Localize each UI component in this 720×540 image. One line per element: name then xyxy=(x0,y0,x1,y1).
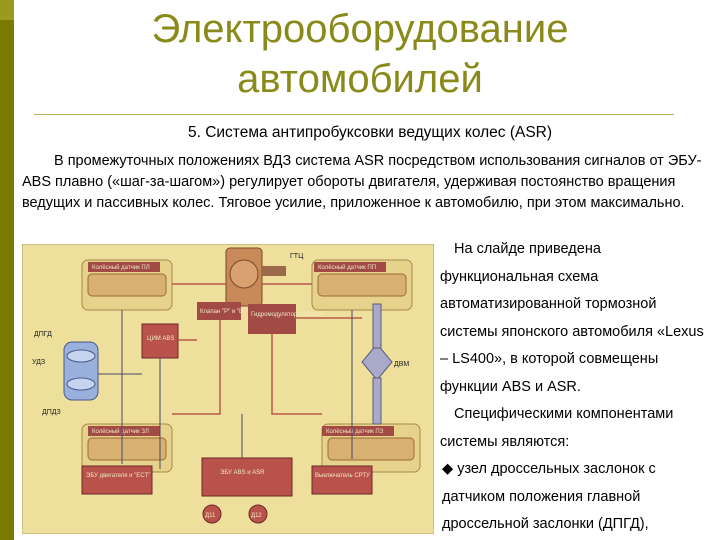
switch-label: Выключатель СРТУ xyxy=(315,473,370,479)
right-column-text: На слайде приведена функциональная схема… xyxy=(440,236,715,539)
left-sidebar-accent xyxy=(0,0,14,20)
bullet-item-1: ◆ узел дроссельных заслонок с датчиком п… xyxy=(440,456,715,539)
bullet-text-1: узел дроссельных заслонок с датчиком пол… xyxy=(442,461,656,532)
modulator-label: Гидромодулятор ABS/ASR xyxy=(251,312,326,318)
throttle-body xyxy=(63,341,99,401)
diamond-bullet-icon: ◆ xyxy=(442,461,454,477)
slide-subtitle: 5. Система антипробуксовки ведущих колес… xyxy=(187,124,553,141)
wheel-front-right xyxy=(311,259,413,311)
switch-block xyxy=(311,465,373,495)
ecu-abs-block xyxy=(201,457,293,497)
intro-text: В промежуточных положениях ВДЗ система A… xyxy=(22,153,702,211)
ecu-engine-block xyxy=(81,465,153,495)
d11-label: Д11 xyxy=(205,513,216,519)
dpdz-label: ДПДЗ xyxy=(42,409,61,416)
sensor-fl-plate xyxy=(88,262,160,272)
title-line-1: Электрооборудование xyxy=(151,7,569,51)
valves-plate xyxy=(197,302,241,320)
d12-label: Д12 xyxy=(251,513,262,519)
right-paragraph-2: Специфическими компонентами системы явля… xyxy=(440,406,674,450)
udz-label: УДЗ xyxy=(32,359,45,366)
d11-connector xyxy=(202,504,222,524)
valves-label: Клапан "Р" и "В" xyxy=(200,309,245,315)
cim-abs-block xyxy=(141,323,179,359)
sensor-rl-label: Колёсный датчик ЗЛ xyxy=(92,428,149,435)
asr-schematic-diagram: Колёсный датчик ПЛ Колёсный датчик ПП Ко… xyxy=(22,244,434,534)
sensor-rr-label: Колёсный датчик ПЗ xyxy=(326,428,384,435)
slide-title: Электрооборудование автомобилей xyxy=(60,4,660,104)
title-line-2: автомобилей xyxy=(237,57,483,101)
modulator-plate xyxy=(248,304,296,334)
master-cylinder xyxy=(225,247,286,307)
ecu-abs-label: ЭБУ ABS и ASR xyxy=(220,470,265,476)
sensor-fl-label: Колёсный датчик ПЛ xyxy=(92,264,150,271)
differential xyxy=(361,303,393,425)
intro-paragraph: В промежуточных положениях ВДЗ система A… xyxy=(22,151,712,214)
title-divider xyxy=(34,114,674,115)
gtts-label: ГТЦ xyxy=(290,253,304,260)
dpgd-label: ДПГД xyxy=(34,331,52,338)
sensor-fr-plate xyxy=(314,262,386,272)
left-sidebar-bar xyxy=(0,0,14,540)
sensor-rr-plate xyxy=(322,426,394,436)
wheel-front-left xyxy=(81,259,173,311)
cim-abs-label: ЦИМ ABS xyxy=(147,336,174,342)
right-paragraph-1: На слайде приведена функциональная схема… xyxy=(440,241,704,395)
hydraulic-lines xyxy=(172,283,362,415)
d12-connector xyxy=(248,504,268,524)
sensor-fr-label: Колёсный датчик ПП xyxy=(318,264,376,271)
ecu-engine-label: ЭБУ двигателя и "ECT" xyxy=(86,473,150,479)
sensor-rl-plate xyxy=(88,426,160,436)
dvm-label: ДВМ xyxy=(394,361,409,368)
signal-lines xyxy=(98,310,353,469)
